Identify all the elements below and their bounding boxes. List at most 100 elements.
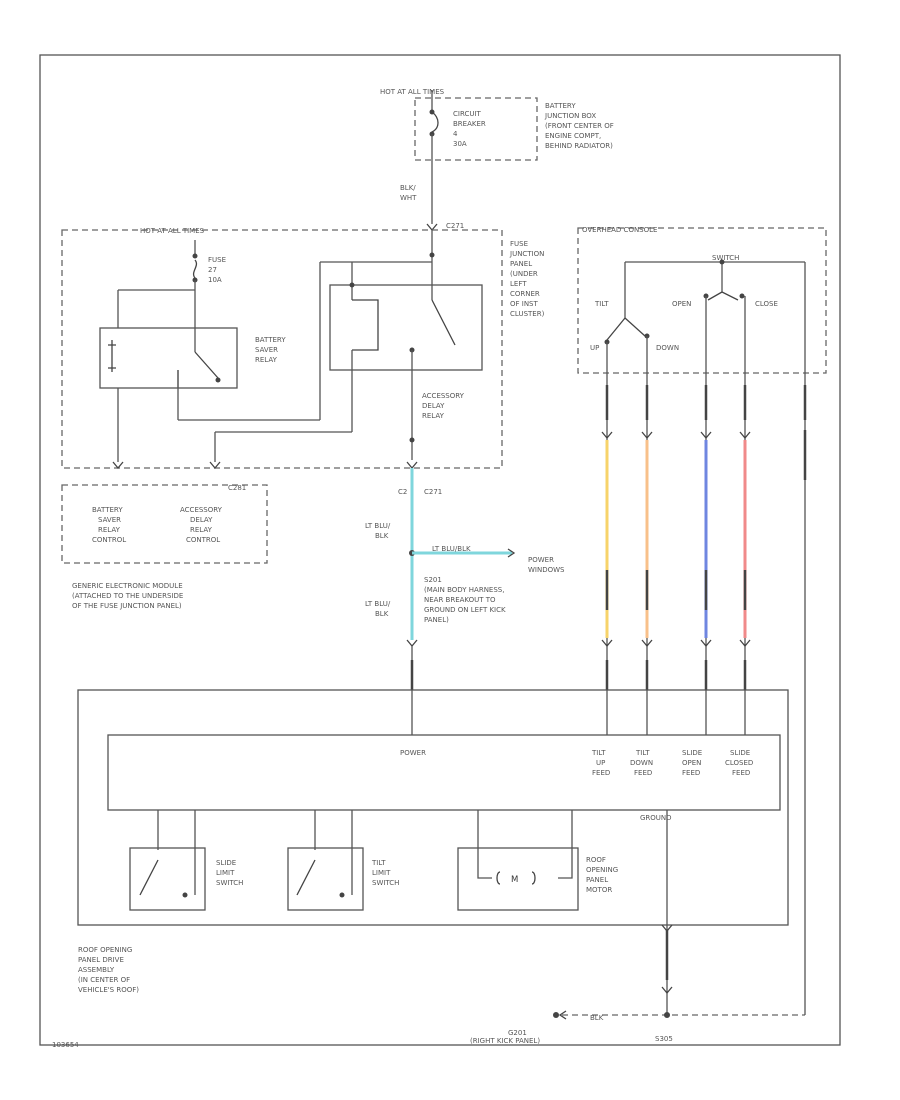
wire-lt-blu-blk-upper-label: LT BLU/ BLK: [365, 522, 391, 540]
svg-text:BATTERY: BATTERY: [545, 102, 576, 110]
svg-text:10A: 10A: [208, 276, 222, 284]
svg-text:ASSEMBLY: ASSEMBLY: [78, 966, 115, 974]
connector-c271-icon: [426, 223, 438, 232]
circuit-breaker-icon: [431, 111, 439, 133]
overhead-console-outline: [577, 227, 827, 374]
module-power-label: POWER: [400, 749, 426, 757]
gem-accessory-delay-control-label: ACCESSORY DELAY RELAY CONTROL: [180, 506, 223, 544]
svg-text:PANEL: PANEL: [586, 876, 608, 884]
wire-lt-blu-blk-lower-label: LT BLU/ BLK: [365, 600, 391, 618]
splice-s305-dot: [664, 1012, 670, 1018]
arrow-icon: [507, 548, 516, 558]
battery-saver-relay-label: BATTERY SAVER RELAY: [255, 336, 286, 364]
slide-limit-switch-box: [129, 847, 206, 911]
generic-electronic-module-outline: [61, 484, 268, 564]
gem-note-label: GENERIC ELECTRONIC MODULE (ATTACHED TO T…: [72, 582, 183, 610]
diagram-frame: [39, 54, 841, 1046]
svg-text:LT BLU/: LT BLU/: [365, 522, 391, 530]
svg-text:MOTOR: MOTOR: [586, 886, 612, 894]
c281-label: C281: [228, 484, 246, 492]
svg-text:FEED: FEED: [634, 769, 652, 777]
svg-text:OF THE FUSE JUNCTION PANEL): OF THE FUSE JUNCTION PANEL): [72, 602, 182, 610]
svg-text:(FRONT CENTER OF: (FRONT CENTER OF: [545, 122, 614, 130]
fuse-icon: [192, 259, 198, 279]
tilt-limit-switch-icon: [296, 859, 316, 896]
svg-text:G201: G201: [508, 1029, 527, 1037]
svg-text:LT BLU/: LT BLU/: [365, 600, 391, 608]
svg-text:ACCESSORY: ACCESSORY: [180, 506, 223, 514]
figure-id-label: 103654: [52, 1041, 79, 1049]
splice-wire-label: LT BLU/BLK: [432, 545, 471, 553]
slide-limit-switch-label: SLIDE LIMIT SWITCH: [216, 859, 243, 887]
svg-text:OPENING: OPENING: [586, 866, 618, 874]
accessory-relay-switch-icon: [431, 299, 456, 346]
tilt-label: TILT: [594, 300, 609, 308]
gem-battery-saver-control-label: BATTERY SAVER RELAY CONTROL: [92, 506, 126, 544]
svg-text:OF INST: OF INST: [510, 300, 539, 308]
s201-label: S201 (MAIN BODY HARNESS, NEAR BREAKOUT T…: [424, 576, 506, 624]
fuse-junction-panel-label: FUSE JUNCTION PANEL (UNDER LEFT CORNER O…: [509, 240, 545, 318]
svg-text:CIRCUIT: CIRCUIT: [453, 110, 482, 118]
drive-assembly-label: ROOF OPENING PANEL DRIVE ASSEMBLY (IN CE…: [78, 946, 139, 994]
svg-text:NEAR BREAKOUT TO: NEAR BREAKOUT TO: [424, 596, 496, 604]
c271-lower-label: C271: [424, 488, 442, 496]
control-module-box: [107, 734, 781, 811]
switch-label: SWITCH: [712, 254, 739, 262]
battery-junction-box-label: BATTERY JUNCTION BOX (FRONT CENTER OF EN…: [544, 102, 614, 150]
svg-text:FEED: FEED: [732, 769, 750, 777]
svg-text:(IN CENTER OF: (IN CENTER OF: [78, 976, 130, 984]
svg-text:GENERIC ELECTRONIC MODULE: GENERIC ELECTRONIC MODULE: [72, 582, 183, 590]
svg-text:FEED: FEED: [592, 769, 610, 777]
svg-text:CLUSTER): CLUSTER): [510, 310, 545, 318]
motor-icon: [496, 871, 536, 885]
svg-text:SLIDE: SLIDE: [730, 749, 750, 757]
drive-assembly-box: [77, 689, 789, 926]
svg-text:WHT: WHT: [400, 194, 417, 202]
svg-text:ROOF: ROOF: [586, 856, 606, 864]
svg-text:SAVER: SAVER: [255, 346, 278, 354]
svg-text:DOWN: DOWN: [630, 759, 653, 767]
svg-text:JUNCTION: JUNCTION: [509, 250, 544, 258]
c271-label: C271: [446, 222, 464, 230]
svg-text:BLK: BLK: [375, 532, 389, 540]
svg-text:(UNDER: (UNDER: [510, 270, 538, 278]
slide-closed-feed-label: SLIDE CLOSED FEED: [725, 749, 753, 777]
svg-text:SWITCH: SWITCH: [372, 879, 399, 887]
svg-text:DELAY: DELAY: [190, 516, 213, 524]
svg-text:(MAIN BODY HARNESS,: (MAIN BODY HARNESS,: [424, 586, 504, 594]
svg-text:WINDOWS: WINDOWS: [528, 566, 565, 574]
slide-limit-switch-icon: [139, 859, 159, 896]
svg-text:BATTERY: BATTERY: [92, 506, 123, 514]
svg-text:ROOF OPENING: ROOF OPENING: [78, 946, 132, 954]
hot-at-all-times-top-label: HOT AT ALL TIMES: [380, 88, 445, 96]
svg-text:RELAY: RELAY: [255, 356, 278, 364]
svg-text:CORNER: CORNER: [510, 290, 540, 298]
slide-open-feed-label: SLIDE OPEN FEED: [682, 749, 702, 777]
svg-text:SLIDE: SLIDE: [682, 749, 702, 757]
tilt-limit-switch-label: TILT LIMIT SWITCH: [371, 859, 399, 887]
svg-text:UP: UP: [596, 759, 605, 767]
hot-at-all-times-fjp-label: HOT AT ALL TIMES: [140, 227, 205, 235]
down-label: DOWN: [656, 344, 679, 352]
open-close-switch-icon: [707, 291, 723, 301]
svg-text:SWITCH: SWITCH: [216, 879, 243, 887]
fuse-junction-panel-outline: [61, 229, 503, 469]
svg-text:(RIGHT KICK PANEL): (RIGHT KICK PANEL): [470, 1037, 540, 1045]
svg-text:BLK: BLK: [375, 610, 389, 618]
svg-text:RELAY: RELAY: [190, 526, 213, 534]
svg-text:DELAY: DELAY: [422, 402, 445, 410]
svg-text:PANEL DRIVE: PANEL DRIVE: [78, 956, 124, 964]
svg-text:(ATTACHED TO THE UNDERSIDE: (ATTACHED TO THE UNDERSIDE: [72, 592, 183, 600]
fuse-label: FUSE 27 10A: [208, 256, 226, 284]
wire-blk-wht-label: BLK/ WHT: [400, 184, 417, 202]
svg-text:ACCESSORY: ACCESSORY: [422, 392, 465, 400]
svg-text:TILT: TILT: [371, 859, 386, 867]
tilt-up-feed-label: TILT UP FEED: [591, 749, 610, 777]
svg-text:30A: 30A: [453, 140, 467, 148]
svg-text:TILT: TILT: [635, 749, 650, 757]
close-label: CLOSE: [755, 300, 778, 308]
motor-symbol: M: [511, 875, 518, 885]
svg-text:PANEL): PANEL): [424, 616, 449, 624]
svg-text:4: 4: [453, 130, 458, 138]
